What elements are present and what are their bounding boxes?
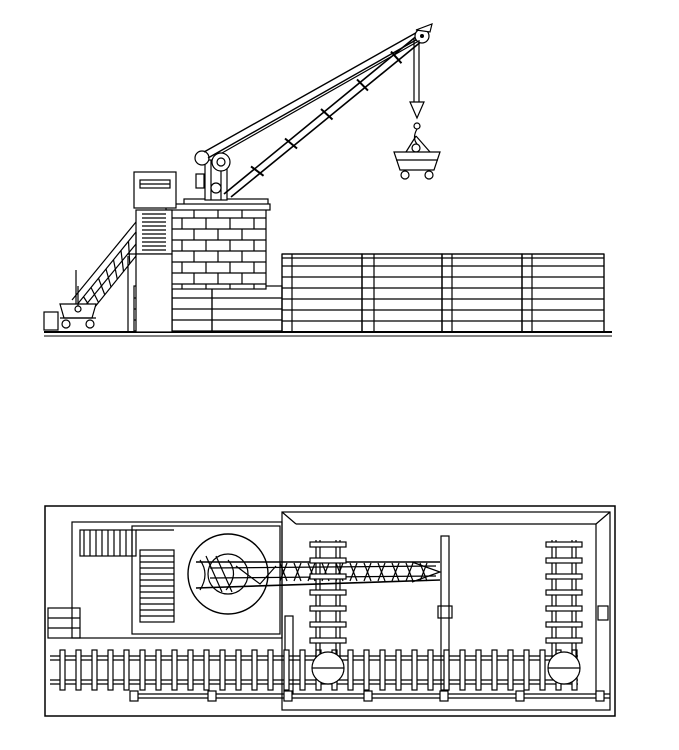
brick-tower bbox=[165, 198, 271, 290]
small-shed bbox=[47, 607, 81, 639]
crane-turntable bbox=[187, 533, 269, 615]
crane-stay-ropes bbox=[203, 29, 425, 159]
crane-boom bbox=[223, 29, 429, 198]
plan-view bbox=[44, 505, 616, 717]
tower-enclosure bbox=[71, 521, 283, 639]
hoist-hook-bucket bbox=[393, 38, 441, 180]
track-turntables bbox=[311, 651, 581, 685]
rail-track-spur-left bbox=[309, 540, 347, 658]
boom-head-sheave bbox=[414, 23, 433, 44]
lower-rail bbox=[129, 690, 610, 702]
crane-mast bbox=[194, 150, 231, 201]
ground-line bbox=[44, 331, 612, 337]
rail-track-spur-right bbox=[545, 540, 583, 658]
rail-track-main bbox=[50, 649, 578, 691]
elevation-view bbox=[43, 23, 612, 337]
stair-plan bbox=[79, 529, 175, 623]
mine-cart-ground bbox=[43, 286, 97, 331]
stair-hut bbox=[128, 171, 177, 333]
